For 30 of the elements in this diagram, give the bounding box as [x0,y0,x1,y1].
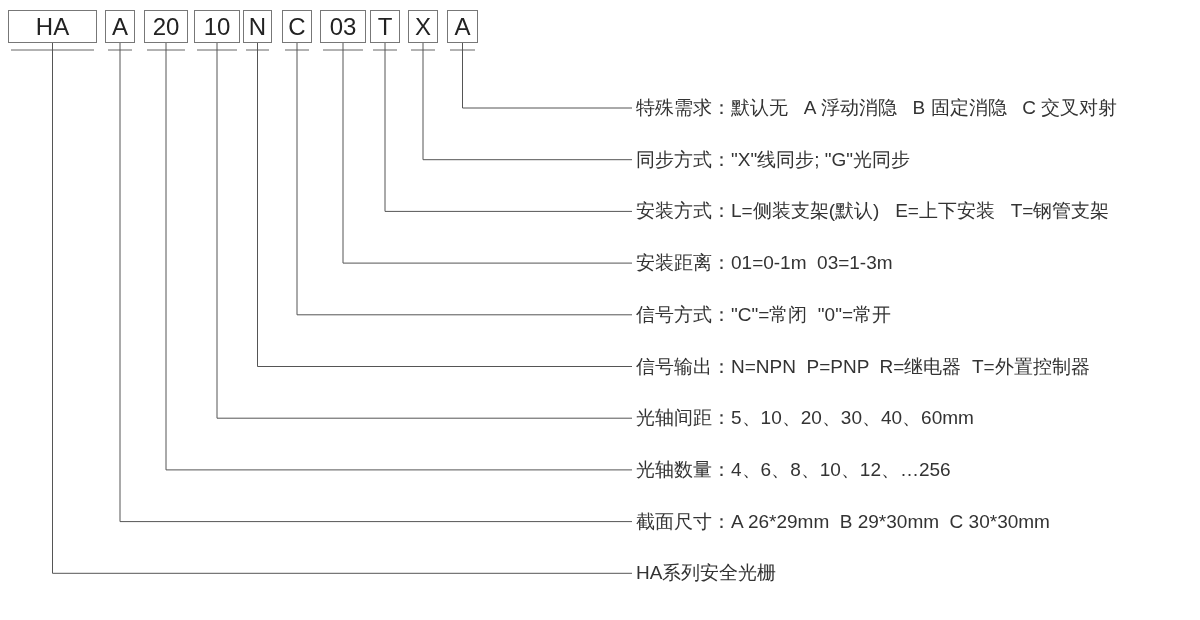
leader-line [342,42,633,264]
leader-line [462,42,633,109]
leader-line [257,42,633,367]
description-text: 安装方式：L=侧装支架(默认) E=上下安装 T=钢管支架 [636,199,1110,224]
description-text: 信号方式："C"=常闭 "0"=常开 [636,302,891,327]
code-box: 10 [194,10,240,43]
code-box: X [408,10,438,43]
description-text: 截面尺寸：A 26*29mm B 29*30mm C 30*30mm [636,509,1050,534]
description-text: HA系列安全光栅 [636,561,777,586]
leader-line [216,42,633,419]
code-box: A [447,10,478,43]
description-text: 安装距离：01=0-1m 03=1-3m [636,251,893,276]
description-text: 信号输出：N=NPN P=PNP R=继电器 T=外置控制器 [636,354,1090,379]
code-box: C [282,10,312,43]
leader-line [422,42,633,161]
code-box: 20 [144,10,188,43]
leader-line [296,42,633,316]
description-text: 特殊需求：默认无 A 浮动消隐 B 固定消隐 C 交叉对射 [636,96,1118,120]
leader-line [52,42,633,574]
leader-line [384,42,633,212]
description-text: 光轴间距：5、10、20、30、40、60mm [636,406,974,431]
description-text: 同步方式："X"线同步; "G"光同步 [636,147,910,172]
code-box: 03 [320,10,366,43]
leader-line [119,42,633,523]
description-text: 光轴数量：4、6、8、10、12、…256 [636,457,951,482]
code-box: N [243,10,272,43]
code-box: HA [8,10,97,43]
code-box: A [105,10,135,43]
leader-line [165,42,633,471]
code-box: T [370,10,400,43]
